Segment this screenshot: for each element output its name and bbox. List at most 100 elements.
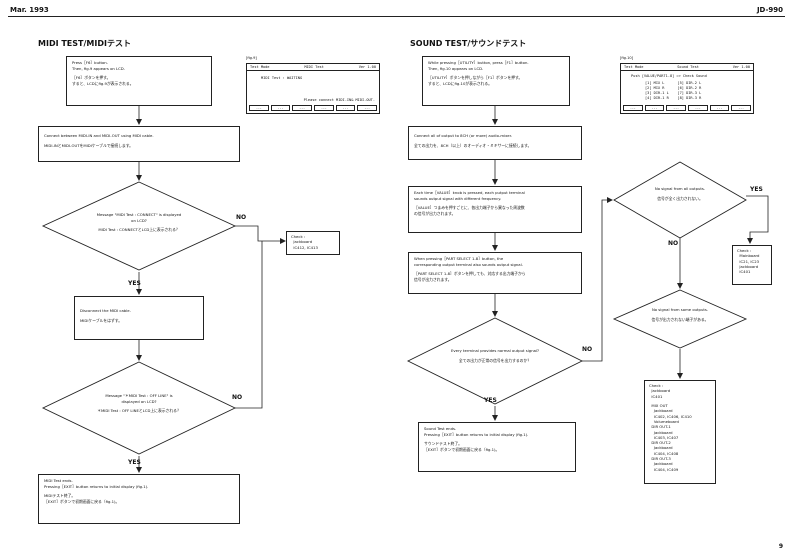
midi-section-title: MIDI TEST/MIDIテスト	[38, 39, 131, 48]
sound-yes-label-2: YES	[750, 186, 763, 193]
midi-fig-label: [fig.9]	[246, 56, 257, 60]
midi-step-2: Connect between MIDI-IN and MIDI-OUT usi…	[38, 126, 240, 162]
sound-check-1-line: Check :	[737, 248, 752, 253]
sound-step-4-line: corresponding output terminal also sound…	[414, 261, 523, 267]
sound-check-2-line: Jackboard	[649, 388, 671, 394]
sound-check-2-line: IC401	[649, 393, 663, 399]
sound-step-1-line: すると、LCDにfig.10が表示される。	[428, 80, 492, 86]
sound-step-2: Connect all of output to 8CH (or more) a…	[408, 126, 582, 160]
midi-lcd-message: Please connect MIDI-IN& MIDI-OUT.	[303, 98, 375, 102]
midi-lcd-header: Test Mode MIDI Test Ver 1.00	[247, 64, 379, 71]
sound-lcd-version: Ver 1.00	[732, 65, 750, 69]
sound-check-2-line: Volumeboard	[649, 418, 679, 424]
sound-step-2-line: 全ての出力を、8CH（以上）のオーディオ・ミキサーに接続します。	[414, 142, 532, 148]
sound-check-box-1: Check : Mainboard IC21, IC23 Jackboard I…	[732, 245, 772, 285]
midi-step-3: Disconnect the MIDI cable. MIDIケーブルをはずす。	[74, 296, 204, 340]
midi-step-1: Press［F6］button. Then, fig.9 appears on …	[66, 56, 212, 106]
sound-decision-3-line: No signal from some outputs.	[651, 307, 709, 312]
sound-decision-3-line: 信号が出力されない端子がある。	[651, 316, 709, 322]
midi-lcd-version: Ver 1.00	[358, 65, 376, 69]
sound-end-line: サウンドテスト終了。	[424, 441, 462, 446]
sound-check-2-line: IC404, IC409	[649, 466, 679, 472]
sound-step-4-line: 信号が出力されます。	[414, 276, 452, 282]
midi-lcd-softkey: ---	[335, 105, 356, 111]
sound-step-3: Each time［VALUE］knob is pressed, each pu…	[408, 186, 582, 233]
midi-no-branch-2	[235, 241, 263, 409]
midi-check-line: IC412, IC413	[291, 244, 318, 250]
sound-lcd-row: [2] MIX R [6] DIR-2 R	[645, 86, 702, 90]
sound-step-3-line: ［VALUE］つまみを押すごとに、各出力端子から異なった周波数	[414, 205, 525, 210]
sound-decision-3-diamond	[612, 289, 748, 349]
sound-end-line: Sound Test ends.	[424, 426, 457, 431]
sound-check-2-line: Jackboard	[649, 461, 673, 467]
sound-lcd-prompt: Push [VALUE/PART1-8] => Check Sound	[631, 74, 707, 78]
midi-no-label-2: NO	[232, 394, 243, 401]
sound-check-2-line: MIX OUT	[649, 402, 668, 408]
sound-decision-3-text: No signal from some outputs. 信号が出力されない端子…	[626, 307, 734, 322]
midi-decision-1-line: MIDI Test : CONNECTとLCD上に表示される？	[98, 227, 180, 232]
midi-decision-1-line: Message "MIDI Test : CONNECT" is display…	[96, 212, 182, 217]
midi-decision-2-text: Message "＊MIDI Test : OFF LINE" is displ…	[53, 393, 225, 414]
midi-end-line: Pressing［EXIT］button returns to initial …	[44, 483, 149, 489]
sound-decision-1-line: 全ての出力が正常の信号を出力するのか？	[458, 357, 532, 363]
sound-end-box: Sound Test ends. Pressing［EXIT］button re…	[418, 422, 576, 472]
midi-lcd-title: MIDI Test	[304, 65, 324, 69]
midi-step-1-line: すると、LCDにfig.9が表示される。	[72, 80, 134, 86]
midi-lcd: Test Mode MIDI Test Ver 1.00 MIDI Test :…	[246, 63, 380, 114]
sound-decision-2-line: 信号が全く出力されない。	[657, 195, 703, 201]
midi-step-1-line: ［F6］ボタンを押す。	[72, 75, 111, 80]
midi-yes-label-1: YES	[128, 280, 141, 287]
midi-yes-label-2: YES	[128, 459, 141, 466]
sound-lcd-title: Sound Test	[677, 65, 699, 69]
midi-decision-1-line: on LCD?	[131, 217, 147, 223]
sound-check-2-line: IC403, IC407	[649, 434, 679, 440]
sound-check-2-line: Check :	[649, 383, 664, 388]
midi-decision-2-line: ＊MIDI Test : OFF LINEとLCD上に表示される？	[97, 408, 181, 413]
sound-section-title: SOUND TEST/サウンドテスト	[410, 39, 527, 48]
sound-check-1-line: Mainboard	[737, 253, 760, 259]
sound-check-2-line: DIR OUT-3	[649, 456, 671, 462]
sound-lcd-softkey: ---	[623, 105, 643, 111]
sound-lcd-header: Test Mode Sound Test Ver 1.00	[621, 64, 753, 71]
midi-lcd-softkey: ---	[292, 105, 313, 111]
sound-yes-label-1: YES	[484, 397, 497, 404]
midi-decision-2-line: Message "＊MIDI Test : OFF LINE" is	[105, 393, 173, 398]
midi-step-1-line: Then, fig.9 appears on LCD.	[72, 65, 125, 71]
sound-check-2-line: IC402, IC406, IC410	[649, 413, 692, 419]
sound-check-1-line: Jackboard	[737, 263, 759, 269]
sound-lcd: Test Mode Sound Test Ver 1.00 Push [VALU…	[620, 63, 754, 114]
sound-no-label-2: NO	[668, 240, 679, 247]
sound-lcd-softkey: ---	[688, 105, 708, 111]
header-rule	[8, 16, 785, 17]
sound-check-2-line: DIR OUT-1	[649, 424, 671, 430]
midi-decision-1-text: Message "MIDI Test : CONNECT" is display…	[53, 212, 225, 233]
sound-lcd-softkey: ---	[644, 105, 665, 111]
sound-no-branch-1	[582, 197, 613, 362]
sound-step-4-line: When pressing［PART SELECT 1-8］button, th…	[414, 256, 504, 261]
sound-decision-1-text: Every terminal provides normal output si…	[420, 348, 570, 363]
midi-step-2-line: MIDI-INとMIDI-OUTをMIDIケーブルで接続します。	[44, 142, 133, 148]
midi-step-3-line: MIDIケーブルをはずす。	[80, 317, 123, 323]
sound-check-2-line: DIR OUT-2	[649, 440, 671, 446]
midi-end-line: MIDIテスト終了。	[44, 493, 76, 498]
sound-step-3-line: sounds output signal with different freq…	[414, 195, 502, 201]
sound-step-3-line: Each time［VALUE］knob is pressed, each pu…	[414, 190, 525, 195]
midi-end-line: MIDI Test ends.	[44, 478, 73, 483]
sound-step-3-line: の信号が出力されます。	[414, 210, 456, 216]
midi-step-2-line: Connect between MIDI-IN and MIDI-OUT usi…	[44, 133, 154, 138]
midi-check-line: Check :	[291, 234, 306, 239]
sound-lcd-mode: Test Mode	[624, 65, 644, 69]
midi-decision-2-line: displayed on LCD?	[121, 398, 157, 404]
sound-fig-label: [fig.10]	[620, 56, 634, 60]
sound-lcd-softkey: ---	[731, 105, 752, 111]
header-date: Mar. 1993	[10, 6, 49, 14]
sound-check-2-line: Jackboard	[649, 408, 673, 414]
sound-check-2-line: Jackboard	[649, 445, 673, 451]
midi-check-box: Check : Jackboard IC412, IC413	[286, 231, 340, 255]
sound-decision-1-line: Every terminal provides normal output si…	[451, 348, 539, 353]
page-number: 9	[778, 543, 783, 550]
sound-step-1-line: ［UTILITY］ボタンを押しながら［F1］ボタンを押す。	[428, 75, 523, 80]
sound-check-box-2: Check : Jackboard IC401 MIX OUT Jackboar…	[644, 380, 716, 484]
sound-check-1-line: IC401	[737, 269, 751, 275]
